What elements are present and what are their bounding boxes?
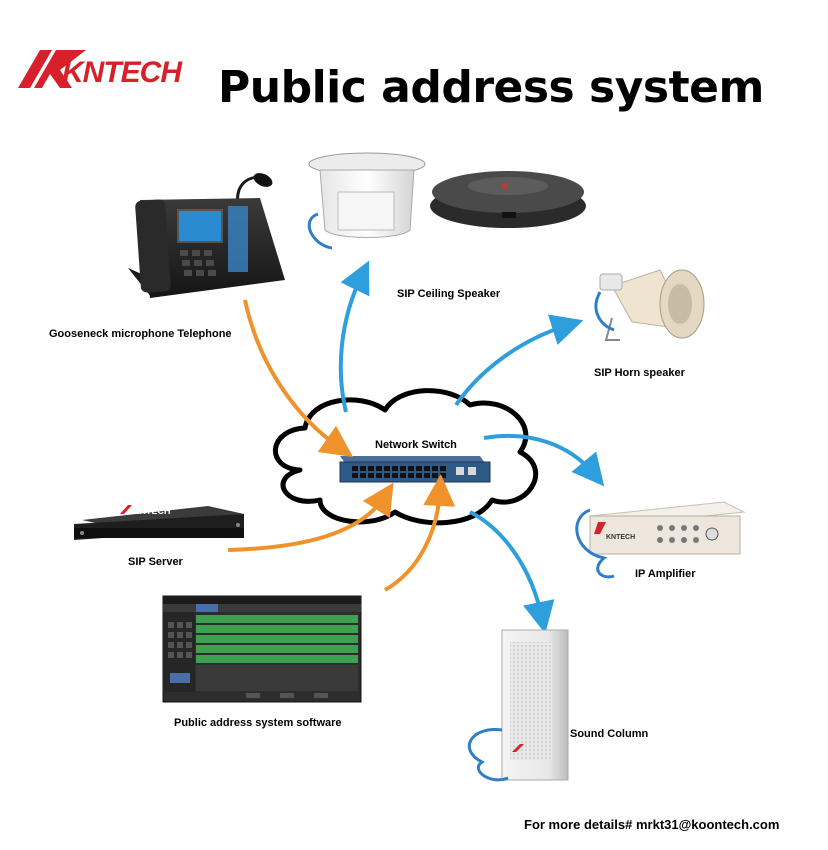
arrow-telephone-to-switch <box>243 299 354 458</box>
sip-server-device <box>74 505 244 540</box>
label-sip-server: SIP Server <box>128 556 183 568</box>
label-network-switch: Network Switch <box>375 439 457 451</box>
label-pa-software: Public address system software <box>174 717 342 729</box>
telephone-device <box>128 173 285 298</box>
arrow-server-to-switch <box>227 482 394 552</box>
sound-column-device <box>467 629 569 782</box>
label-sound-column: Sound Column <box>570 728 649 740</box>
label-ceiling-speaker: SIP Ceiling Speaker <box>397 288 501 300</box>
network-switch-device <box>339 456 491 483</box>
brand-logo-icon <box>18 50 86 88</box>
arrow-switch-to-sound-column <box>469 510 555 634</box>
label-ip-amplifier: IP Amplifier <box>635 568 696 580</box>
page-title: Public address system <box>218 62 764 113</box>
server-logo-text: KNTECH <box>133 506 171 516</box>
pa-software-screenshot <box>162 595 362 703</box>
amplifier-logo-text: KNTECH <box>606 534 635 541</box>
horn-speaker-device <box>594 269 705 341</box>
brand-wordmark: KNTECH <box>62 56 182 89</box>
arrow-switch-to-ceiling-speaker <box>338 260 370 413</box>
round-speaker-device <box>430 171 586 228</box>
arrow-switch-to-amplifier <box>483 433 605 487</box>
ip-amplifier-device <box>575 501 746 579</box>
arrow-switch-to-horn-speaker <box>454 314 584 407</box>
arrow-software-to-switch <box>384 474 456 592</box>
footer-contact: For more details# mrkt31@koontech.com <box>524 817 780 832</box>
ceiling-speaker-device <box>307 152 426 250</box>
label-horn-speaker: SIP Horn speaker <box>594 367 685 379</box>
label-telephone: Gooseneck microphone Telephone <box>49 328 232 340</box>
